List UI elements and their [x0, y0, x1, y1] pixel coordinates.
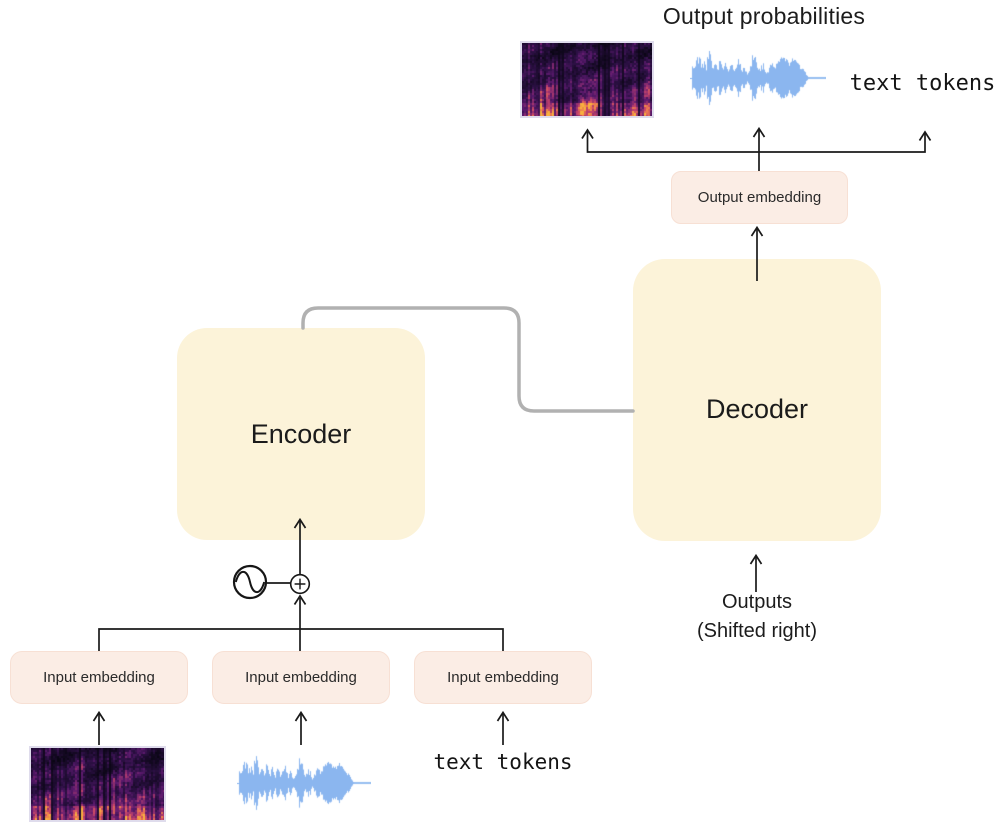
input-embedding-label: Input embedding [245, 669, 357, 686]
media-to-embedding-arrows [92, 710, 510, 745]
add-icon [289, 573, 311, 595]
decoder-label: Decoder [705, 393, 809, 424]
shifted-right-line: (Shifted right) [696, 620, 818, 642]
input-fanin-bracket [98, 594, 504, 651]
positional-encoding-icon [232, 564, 291, 600]
outputs-line: Outputs [721, 591, 793, 613]
input-embedding-box-spectrogram: Input embedding [10, 651, 188, 704]
input-text-tokens-label: text tokens [433, 750, 573, 774]
input-embedding-label: Input embedding [43, 669, 155, 686]
encoder-label: Encoder [250, 418, 352, 449]
encoder-box: Encoder [177, 328, 425, 540]
decoder-box: Decoder [633, 259, 881, 541]
decoder-input-caption: Outputs (Shifted right) [607, 588, 907, 646]
output-text-tokens-label: text tokens [849, 71, 996, 96]
input-waveform-image [237, 752, 371, 814]
output-fanout-arrows [581, 126, 932, 171]
input-embedding-box-waveform: Input embedding [212, 651, 390, 704]
outputs-to-decoder-arrow [749, 553, 763, 592]
input-embedding-box-text: Input embedding [414, 651, 592, 704]
output-embedding-box: Output embedding [671, 171, 848, 224]
output-embedding-label: Output embedding [697, 189, 822, 206]
input-spectrogram-image [29, 746, 166, 822]
input-embedding-label: Input embedding [447, 669, 559, 686]
output-waveform-image [690, 47, 826, 109]
output-spectrogram-image [520, 41, 654, 118]
output-probabilities-title: Output probabilities [662, 3, 866, 29]
